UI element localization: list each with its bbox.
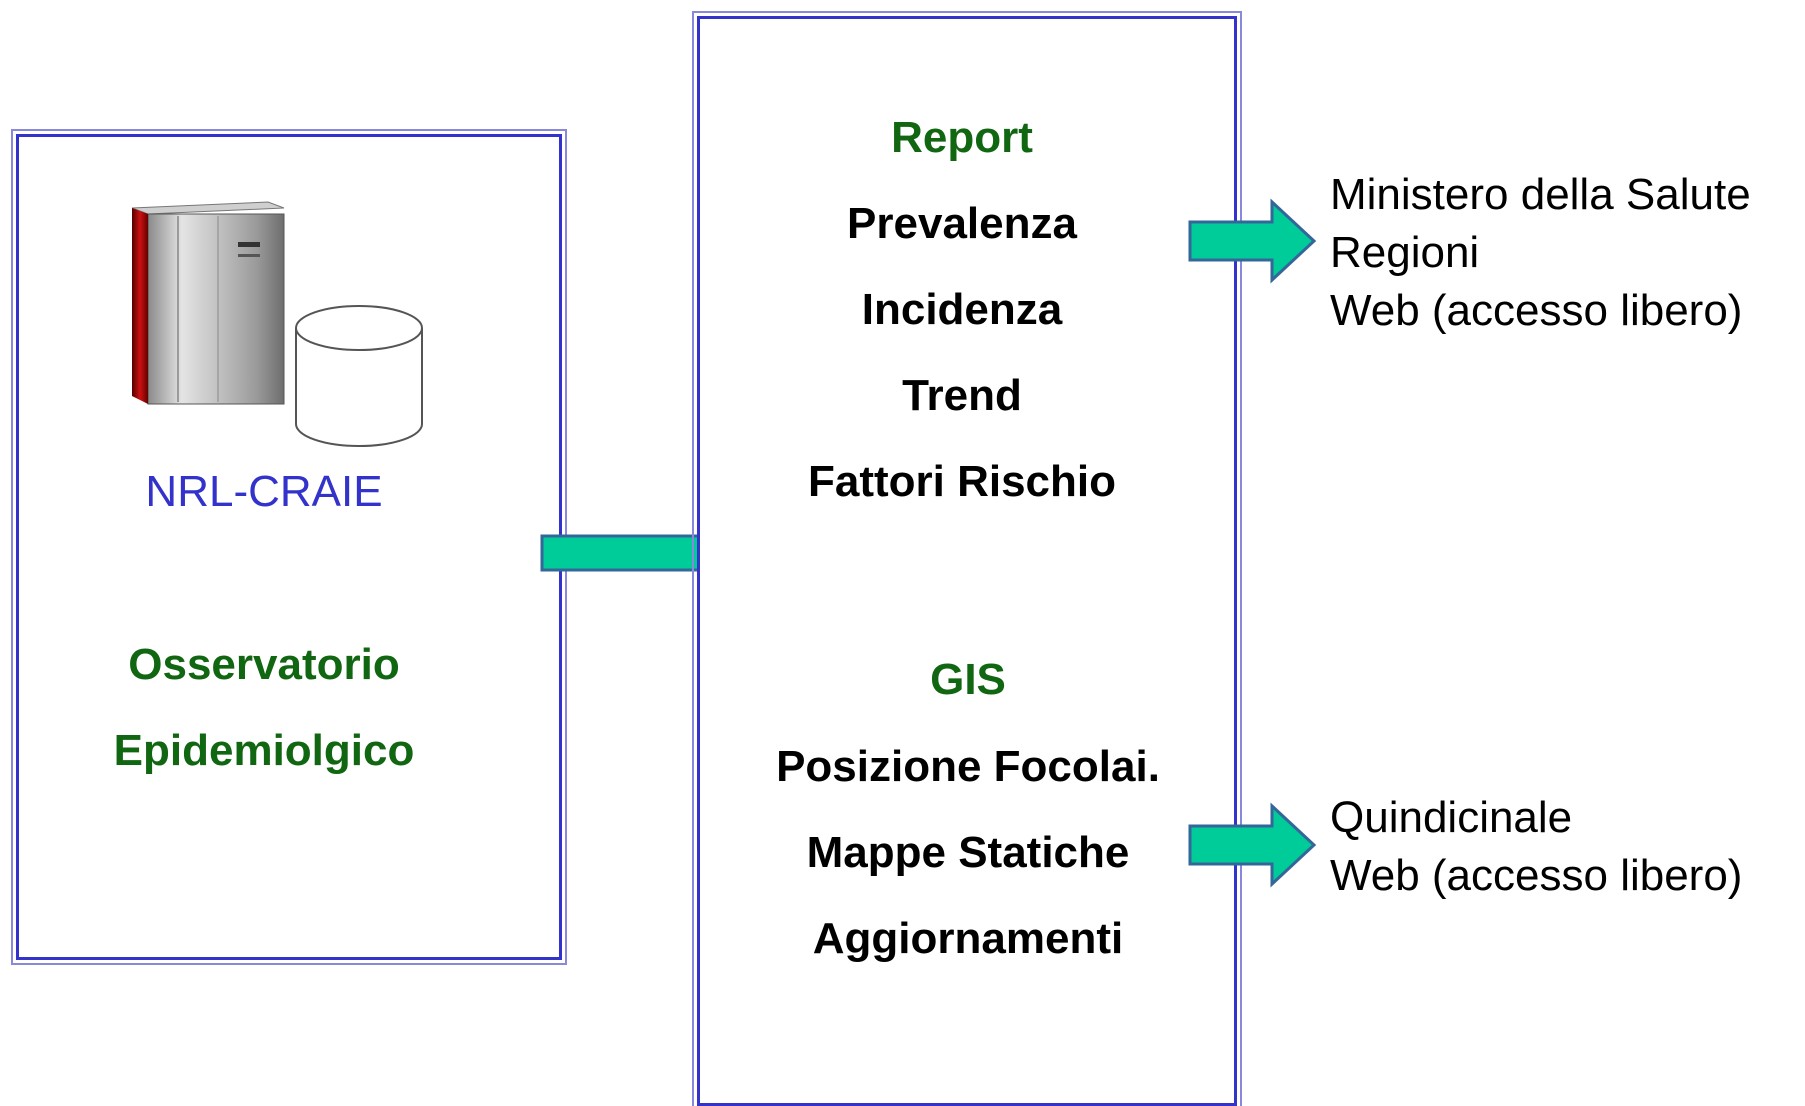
report-output-arrow: [1188, 198, 1317, 284]
outputs-panel: [692, 11, 1242, 1106]
server-icon: [131, 201, 285, 405]
gis-item: Aggiornamenti: [812, 914, 1124, 963]
observatory-panel: [11, 129, 567, 965]
server-label: NRL-CRAIE: [145, 467, 383, 516]
gis-item: Posizione Focolai.: [776, 742, 1160, 791]
report-item: Fattori Rischio: [807, 457, 1117, 506]
observatory-title-line2: Epidemiolgico: [113, 726, 415, 775]
gis-item: Mappe Statiche: [806, 828, 1130, 877]
database-icon: [295, 305, 423, 447]
gis-heading: GIS: [930, 655, 1006, 704]
report-target: Regioni: [1330, 228, 1480, 277]
report-item: Trend: [902, 371, 1022, 420]
report-target: Ministero della Salute: [1330, 170, 1751, 219]
gis-target: Quindicinale: [1330, 793, 1573, 842]
gis-output-arrow: [1188, 802, 1317, 888]
report-heading: Report: [891, 113, 1033, 162]
gis-target: Web (accesso libero): [1330, 851, 1743, 900]
report-target: Web (accesso libero): [1330, 286, 1743, 335]
report-item: Prevalenza: [847, 199, 1077, 248]
report-item: Incidenza: [861, 285, 1063, 334]
observatory-title-line1: Osservatorio: [128, 640, 400, 689]
